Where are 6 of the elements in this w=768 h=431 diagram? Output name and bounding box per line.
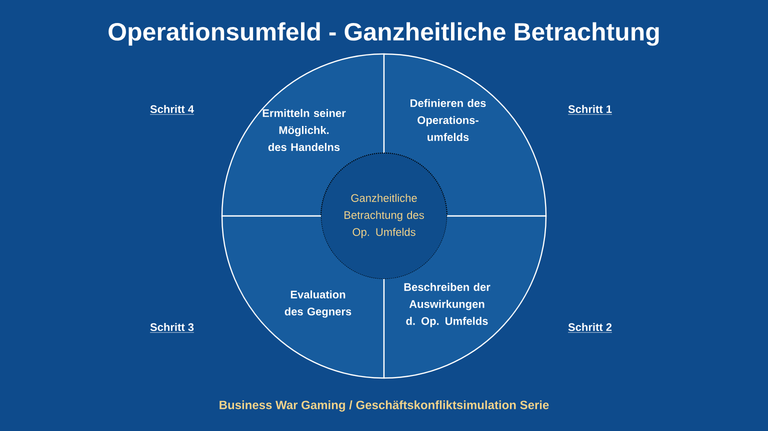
- step-label: Schritt 4: [150, 104, 194, 115]
- step-label: Schritt 3: [150, 322, 194, 333]
- step-label: Schritt 2: [568, 322, 612, 333]
- title: Operationsumfeld - Ganzheitliche Betrachtung: [108, 22, 659, 46]
- step-label: Schritt 1: [568, 104, 612, 115]
- caption: Business War Gaming / Geschäftskonfliktsimulation Serie: [220, 400, 549, 412]
